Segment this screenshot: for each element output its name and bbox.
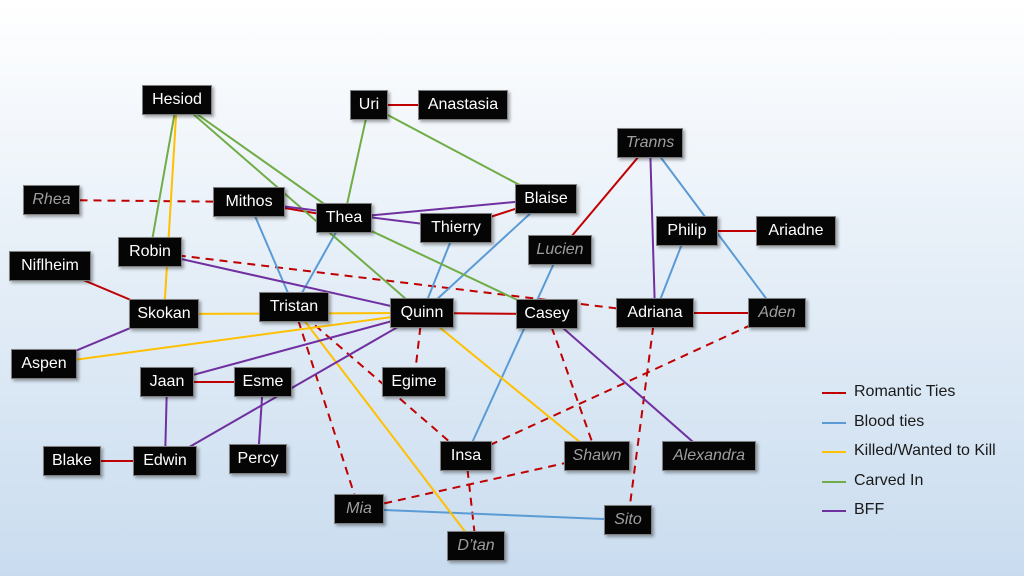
node-esme: Esme (234, 367, 292, 397)
node-philip: Philip (656, 216, 718, 246)
node-thea: Thea (316, 203, 372, 233)
node-hesiod: Hesiod (142, 85, 212, 115)
node-dtan: D’tan (447, 531, 505, 561)
node-aden: Aden (748, 298, 806, 328)
node-niflheim: Niflheim (9, 251, 91, 281)
edge-carved-hesiod-quinn (176, 99, 423, 314)
edge-killed-aspen-quinn (43, 312, 423, 365)
legend-label-carved: Carved In (854, 471, 924, 489)
legend-label-killed: Killed/Wanted to Kill (854, 442, 996, 459)
legend-label-bff: BFF (854, 501, 885, 518)
node-blaise: Blaise (515, 184, 577, 214)
node-insa: Insa (440, 441, 492, 471)
node-anastasia: Anastasia (418, 90, 508, 120)
legend-label-blood: Blood ties (854, 412, 925, 430)
node-tristan: Tristan (259, 292, 329, 322)
node-percy: Percy (229, 444, 287, 474)
legend-swatch-bff (822, 510, 846, 512)
edge-bff-tranns-adriana (649, 142, 656, 314)
node-ariadne: Ariadne (756, 216, 836, 246)
edge-carved-thea-casey (343, 217, 548, 315)
legend-label-romantic: Romantic Ties (854, 383, 956, 400)
node-thierry: Thierry (420, 213, 492, 243)
edge-romantic-tranns-lucien (559, 142, 651, 251)
node-shawn: Shawn (564, 441, 630, 471)
node-quinn: Quinn (390, 298, 454, 328)
edge-bff-robin-quinn (149, 251, 423, 314)
edge-romantic-aden-insa (465, 312, 778, 457)
node-casey: Casey (516, 299, 578, 329)
edge-blood-mithos-tristan (248, 201, 295, 308)
node-rhea: Rhea (23, 185, 80, 215)
node-skokan: Skokan (129, 299, 199, 329)
node-lucien: Lucien (528, 235, 592, 265)
edge-bff-jaan-quinn (166, 312, 423, 383)
legend-swatch-romantic (822, 392, 846, 394)
edge-bff-thea-blaise (343, 198, 547, 219)
edge-carved-hesiod-thea (176, 99, 345, 219)
edge-killed-quinn-shawn (421, 312, 598, 457)
node-uri: Uri (350, 90, 388, 120)
edge-romantic-shawn-mia (358, 455, 598, 510)
legend-swatch-killed (822, 451, 846, 453)
edge-romantic-tristan-insa (293, 306, 467, 457)
node-tranns: Tranns (617, 128, 683, 158)
edge-romantic-adriana-sito (627, 312, 656, 521)
node-robin: Robin (118, 237, 182, 267)
edge-bff-casey-alexandra (546, 313, 710, 457)
node-adriana: Adriana (616, 298, 694, 328)
legend-swatch-blood (822, 421, 846, 424)
edge-killed-hesiod-skokan (163, 99, 178, 315)
node-jaan: Jaan (140, 367, 194, 397)
edge-killed-tristan-dtan (293, 306, 477, 547)
node-edwin: Edwin (133, 446, 197, 476)
edge-carved-hesiod-robin (149, 99, 178, 253)
edge-carved-uri-blaise (368, 104, 547, 200)
edge-blood-blaise-quinn (421, 198, 547, 314)
edge-carved-uri-thea (343, 104, 370, 219)
edge-blood-lucien-insa (465, 249, 561, 457)
edge-romantic-rhea-mithos (51, 199, 250, 203)
edge-blood-mia-sito (358, 508, 629, 521)
edge-romantic-tristan-mia (293, 306, 360, 510)
node-egime: Egime (382, 367, 446, 397)
node-mia: Mia (334, 494, 384, 524)
node-blake: Blake (43, 446, 101, 476)
edge-bff-quinn-edwin (164, 312, 423, 462)
node-sito: Sito (604, 505, 652, 535)
node-alexandra: Alexandra (662, 441, 756, 471)
edge-romantic-casey-shawn (546, 313, 598, 457)
node-aspen: Aspen (11, 349, 77, 379)
legend-swatch-carved (822, 480, 846, 483)
node-mithos: Mithos (213, 187, 285, 217)
